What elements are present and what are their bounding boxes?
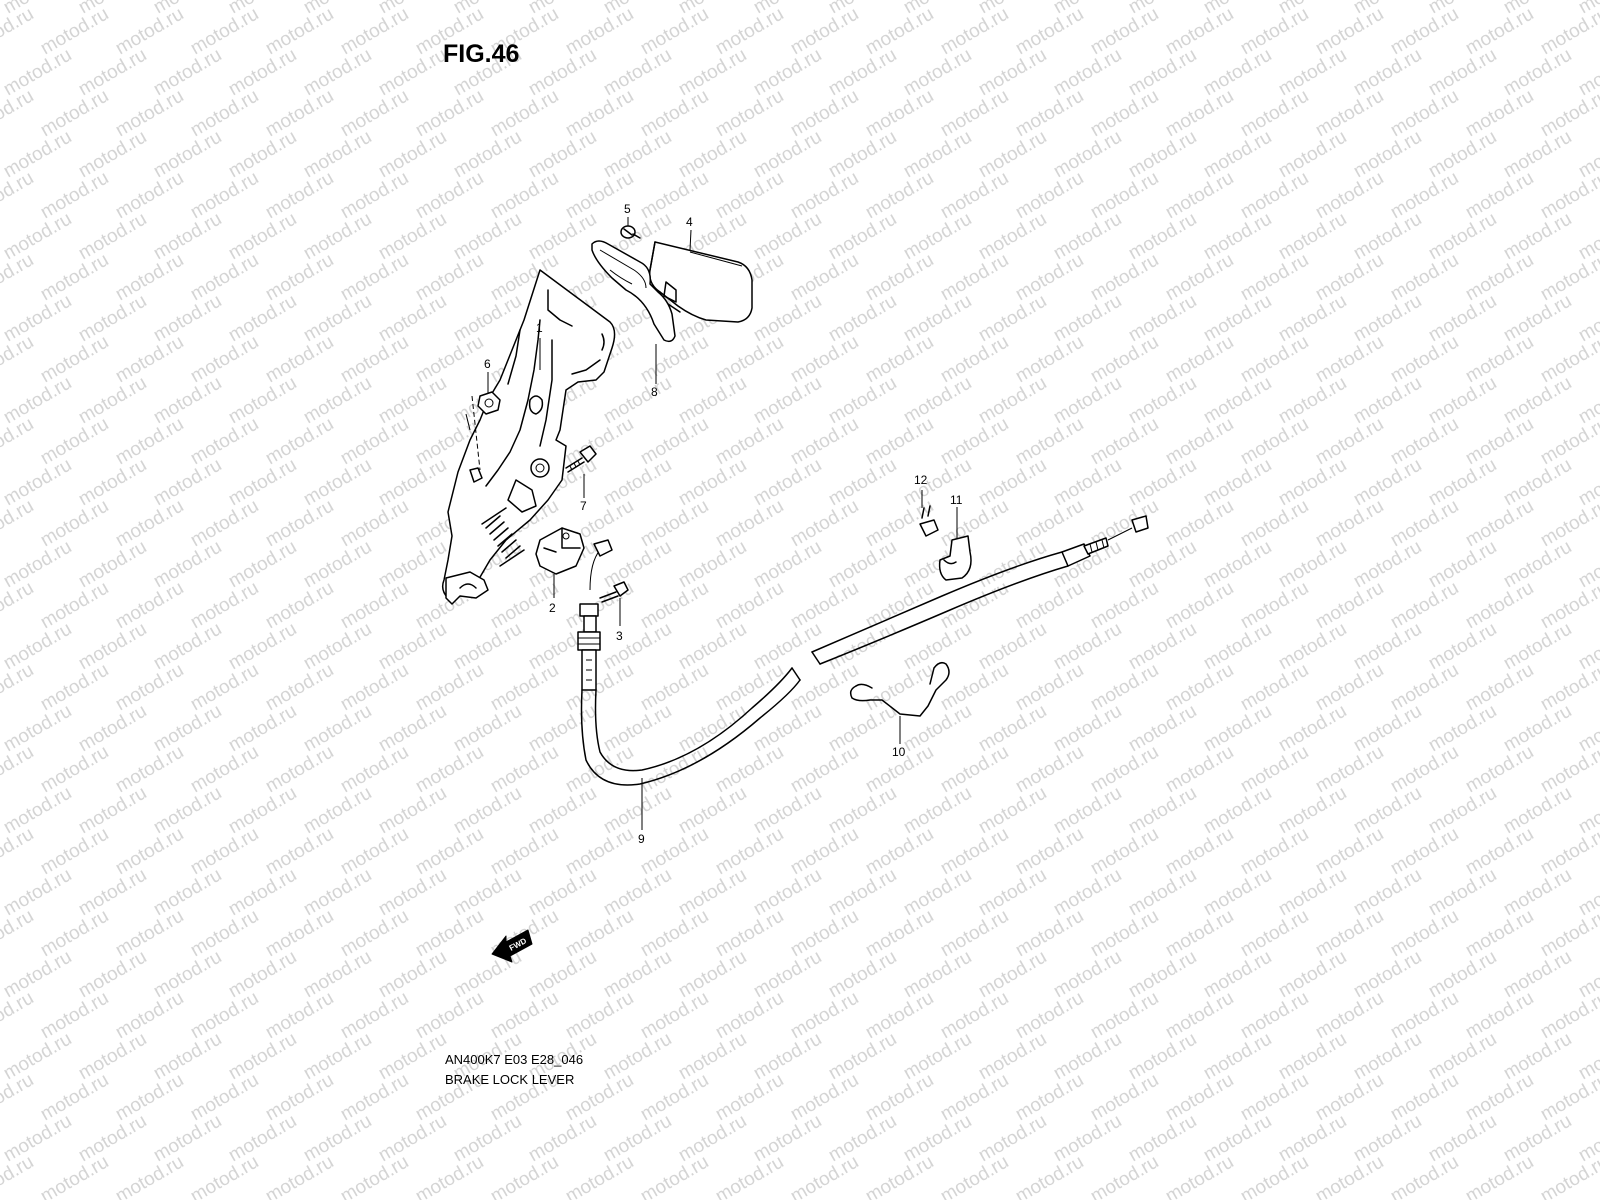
callout-1: 1: [536, 321, 543, 335]
figure-footer: AN400K7 E03 E28_046 BRAKE LOCK LEVER: [445, 1050, 583, 1090]
leader-lines: [487, 217, 958, 830]
part-5-screw: [620, 225, 641, 239]
callout-labels: 1 2 3 4 5 6 7 8 9 10 11 12: [484, 202, 963, 846]
callout-9: 9: [638, 832, 645, 846]
callout-7: 7: [580, 499, 587, 513]
part-10-wire-clamp: [849, 661, 950, 717]
part-2-holder: [535, 527, 585, 575]
callout-2: 2: [549, 601, 556, 615]
callout-12: 12: [914, 473, 928, 487]
part-1-lever-bracket: [441, 269, 616, 605]
part-3-bolt: [599, 581, 629, 603]
callout-5: 5: [624, 202, 631, 216]
part-6-nut: [477, 391, 501, 415]
part-12-bolt: [919, 505, 939, 537]
part-4-lever-grip: [648, 241, 753, 323]
part-9-brake-cable: [577, 515, 1149, 786]
fwd-arrow-icon: FWD: [491, 929, 533, 963]
callout-4: 4: [686, 215, 693, 229]
figure-code: AN400K7 E03 E28_046: [445, 1052, 584, 1067]
callout-3: 3: [616, 629, 623, 643]
callout-6: 6: [484, 357, 491, 371]
figure-title: FIG.46: [443, 40, 520, 68]
part-6-stud-guide-2: [465, 413, 471, 431]
part-6-stud-guide: [471, 395, 481, 471]
part-1-coil-spring: [481, 507, 525, 567]
callout-11: 11: [950, 493, 963, 507]
part-7-bolt: [565, 445, 597, 473]
callout-8: 8: [651, 385, 658, 399]
part-8-spring-plate: [591, 240, 676, 343]
figure-caption: BRAKE LOCK LEVER: [445, 1072, 575, 1087]
callout-10: 10: [892, 745, 906, 759]
part-11-cable-clip: [938, 535, 972, 581]
